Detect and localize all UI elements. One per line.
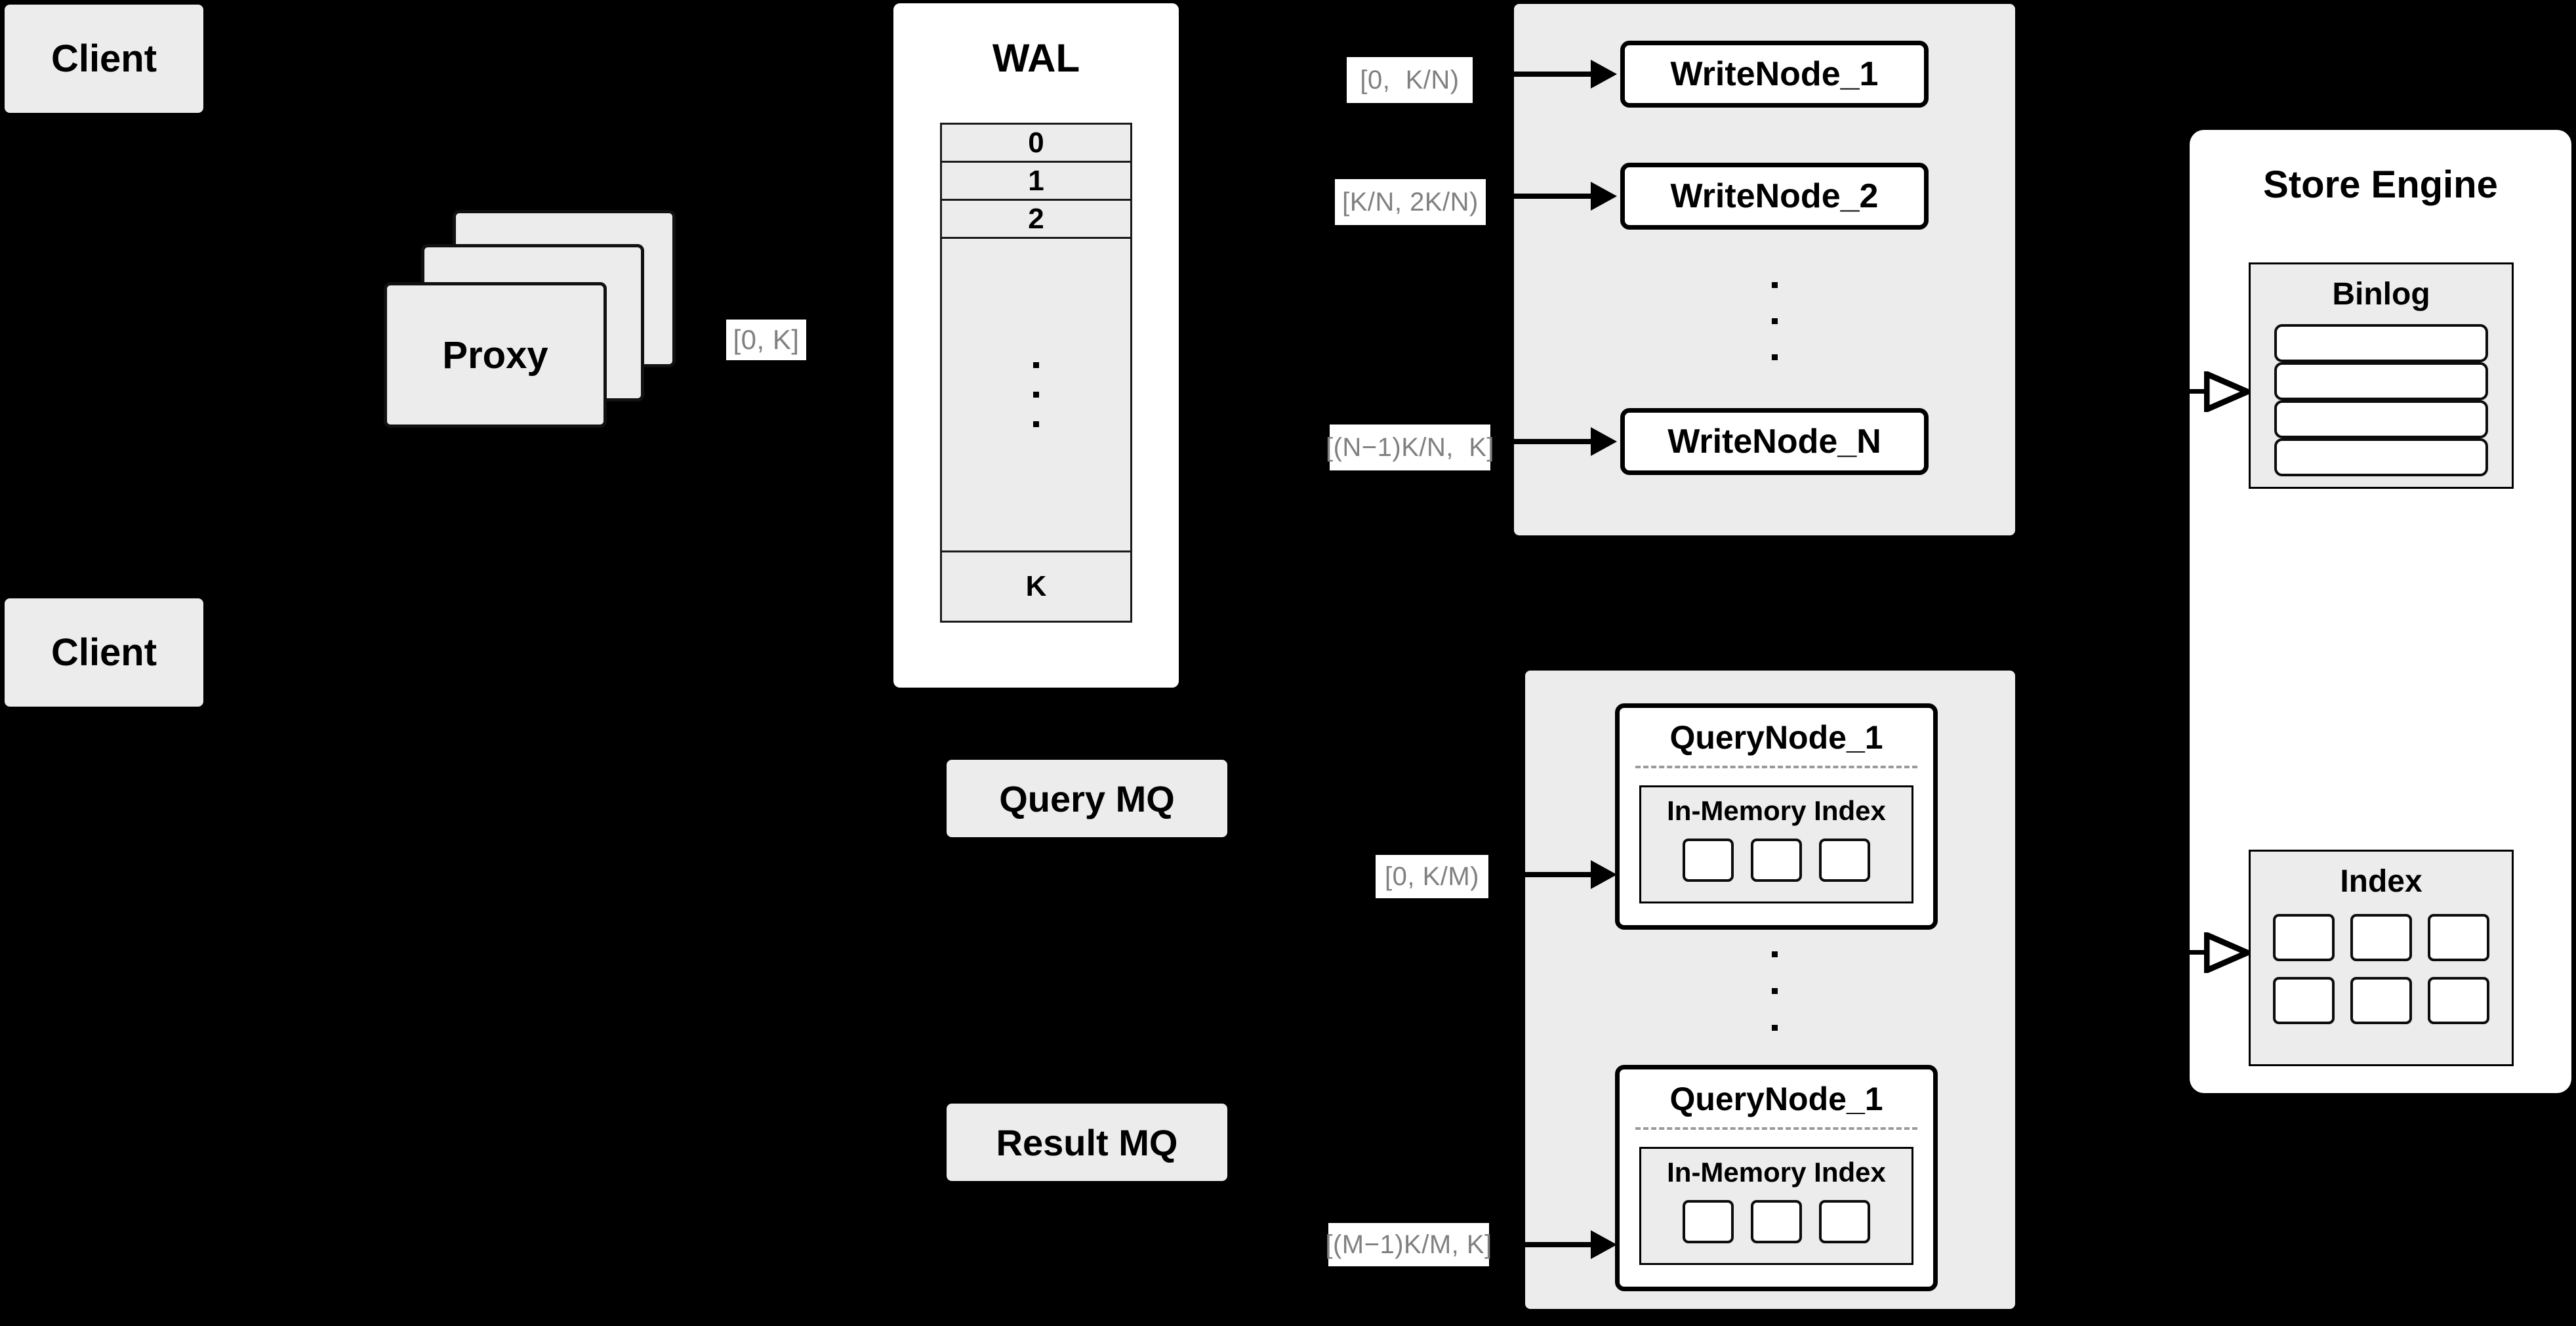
write-node-1[interactable]: WriteNode_1	[1620, 41, 1929, 108]
query-node-label: QueryNode_1	[1669, 719, 1883, 756]
edge-label-text: [0, K/M)	[1384, 861, 1480, 891]
write-cluster-ellipsis-dot	[1772, 318, 1778, 324]
arrow-head-write-2	[1591, 182, 1617, 211]
edge-label-text: [0, K]	[733, 324, 800, 355]
client-box-top[interactable]: Client	[5, 5, 203, 113]
index-chip	[1751, 1200, 1802, 1243]
binlog-title: Binlog	[2332, 277, 2430, 312]
edge-label-query-m: [(M−1)K/M, K]	[1325, 1223, 1492, 1266]
arrow-head-write-1	[1591, 60, 1617, 89]
query-node-1[interactable]: QueryNode_1 In-Memory Index	[1615, 703, 1938, 930]
client-label: Client	[51, 37, 157, 80]
proxy-label: Proxy	[442, 333, 548, 377]
proxy-card-front[interactable]: Proxy	[384, 282, 607, 428]
arrow-head-query-m	[1591, 1230, 1617, 1259]
ellipsis-dot	[1033, 392, 1039, 398]
wal-row-ellipsis	[940, 237, 1132, 550]
binlog-box: Binlog	[2249, 262, 2514, 489]
index-chip	[2350, 914, 2412, 961]
edge-label-query-1: [0, K/M)	[1376, 855, 1488, 898]
query-cluster-ellipsis-dot	[1772, 988, 1778, 994]
arrow-head-binlog-open-icon	[2203, 369, 2255, 414]
index-chip	[1819, 839, 1870, 882]
query-node-m[interactable]: QueryNode_1 In-Memory Index	[1615, 1065, 1938, 1291]
write-node-2[interactable]: WriteNode_2	[1620, 163, 1929, 230]
index-chip	[2428, 977, 2489, 1024]
index-chip	[1819, 1200, 1870, 1243]
wal-row: 0	[940, 123, 1132, 161]
query-node-separator	[1635, 1127, 1917, 1130]
wal-title: WAL	[992, 36, 1080, 80]
client-box-bottom[interactable]: Client	[5, 598, 203, 707]
write-node-label: WriteNode_2	[1670, 177, 1879, 215]
index-chip	[1683, 1200, 1734, 1243]
arrow-head-query-1	[1591, 860, 1617, 889]
arrow-line-write-1	[1514, 72, 1593, 77]
write-node-label: WriteNode_N	[1667, 423, 1881, 461]
index-chip	[2350, 977, 2412, 1024]
result-mq-box[interactable]: Result MQ	[947, 1104, 1227, 1181]
result-mq-label: Result MQ	[996, 1121, 1178, 1163]
wal-row: K	[940, 550, 1132, 623]
write-cluster-ellipsis-dot	[1772, 282, 1778, 288]
arrow-head-write-n	[1591, 427, 1617, 456]
index-chip	[2428, 914, 2489, 961]
write-cluster-ellipsis-dot	[1772, 354, 1778, 360]
index-chip	[2273, 914, 2335, 961]
query-node-label: QueryNode_1	[1669, 1081, 1883, 1117]
client-label: Client	[51, 631, 157, 674]
arrow-line-index	[2158, 950, 2209, 955]
edge-label-write-2: [K/N, 2K/N)	[1335, 179, 1486, 225]
ellipsis-dot	[1033, 421, 1039, 427]
edge-label-proxy-out: [0, K]	[726, 320, 806, 360]
binlog-bar	[2274, 324, 2488, 362]
index-box: Index	[2249, 850, 2514, 1066]
arrow-line-write-n	[1514, 439, 1593, 444]
edge-label-text: [K/N, 2K/N)	[1342, 187, 1479, 217]
write-node-n[interactable]: WriteNode_N	[1620, 408, 1929, 475]
arrow-head-index-open-icon	[2203, 930, 2255, 975]
query-cluster-ellipsis-dot	[1772, 1025, 1778, 1031]
index-chip	[2273, 977, 2335, 1024]
in-memory-index-box: In-Memory Index	[1639, 1147, 1913, 1265]
wal-row-label: 2	[1028, 202, 1044, 235]
in-memory-index-label: In-Memory Index	[1667, 1157, 1886, 1188]
index-chip	[1683, 839, 1734, 882]
index-chip	[1751, 839, 1802, 882]
in-memory-index-box: In-Memory Index	[1639, 785, 1913, 903]
edge-label-text: [(N−1)K/N, K]	[1325, 432, 1495, 462]
edge-label-write-1: [0, K/N)	[1347, 57, 1473, 103]
wal-row: 2	[940, 199, 1132, 237]
edge-label-text: [0, K/N)	[1360, 65, 1460, 94]
in-memory-index-label: In-Memory Index	[1667, 795, 1886, 826]
arrow-line-binlog	[2158, 389, 2209, 394]
query-node-separator	[1635, 766, 1917, 768]
wal-row-label: 0	[1028, 126, 1044, 159]
binlog-bar	[2274, 400, 2488, 438]
binlog-bar	[2274, 362, 2488, 400]
edge-label-write-n: [(N−1)K/N, K]	[1326, 425, 1494, 470]
query-cluster-ellipsis-dot	[1772, 951, 1778, 957]
arrow-line-query-1	[1525, 872, 1597, 877]
binlog-bar	[2274, 438, 2488, 476]
arrow-line-query-m	[1525, 1242, 1597, 1247]
write-node-label: WriteNode_1	[1670, 55, 1879, 93]
wal-row: 1	[940, 161, 1132, 199]
ellipsis-dot	[1033, 362, 1039, 368]
wal-row-label: 1	[1028, 164, 1044, 197]
store-engine-title: Store Engine	[2263, 163, 2498, 206]
query-mq-label: Query MQ	[999, 777, 1175, 819]
query-mq-box[interactable]: Query MQ	[947, 760, 1227, 837]
arrow-line-write-2	[1514, 194, 1593, 199]
wal-row-label: K	[1025, 570, 1047, 602]
index-title: Index	[2340, 864, 2423, 899]
edge-label-text: [(M−1)K/M, K]	[1325, 1230, 1492, 1259]
